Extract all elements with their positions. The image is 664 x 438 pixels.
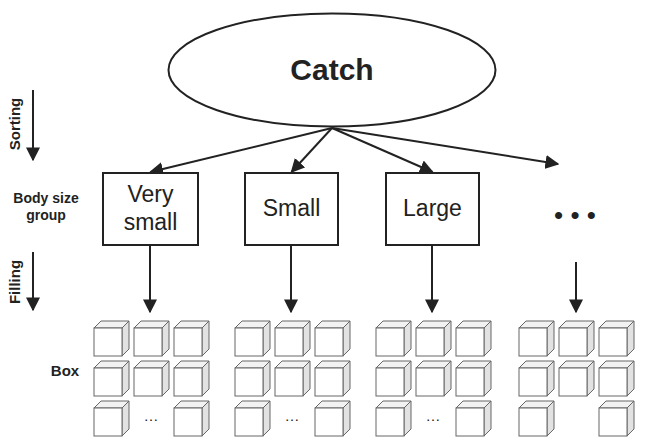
cube (627, 401, 634, 436)
cube (263, 401, 270, 436)
node-label: Small (263, 195, 321, 223)
ellipsis: … (418, 407, 448, 425)
cube (376, 408, 404, 436)
cube (519, 368, 547, 396)
more-arrow (332, 128, 558, 164)
axis-label: Sorting (6, 98, 24, 151)
axis-label: Body size group (2, 190, 90, 224)
cube (404, 401, 411, 436)
cube (235, 408, 263, 436)
cube (174, 328, 202, 356)
box-grid (94, 321, 634, 436)
fill-arrow (290, 246, 292, 312)
size-group-box: Very small (102, 172, 199, 246)
cube (122, 401, 129, 436)
cube (122, 361, 129, 396)
cube (315, 408, 343, 436)
cube (444, 321, 451, 356)
cube (456, 368, 484, 396)
cube (202, 361, 209, 396)
cube (174, 368, 202, 396)
cube (343, 321, 350, 356)
cube (162, 361, 169, 396)
cube (202, 321, 209, 356)
cube (444, 361, 451, 396)
cube (456, 328, 484, 356)
cube (303, 361, 310, 396)
cube (627, 321, 634, 356)
cube (599, 408, 627, 436)
cube (134, 328, 162, 356)
cube (235, 328, 263, 356)
cube (343, 401, 350, 436)
cube (547, 401, 554, 436)
cube (456, 408, 484, 436)
cube (484, 361, 491, 396)
fill-arrow (575, 262, 577, 312)
cube (599, 368, 627, 396)
cube (519, 408, 547, 436)
cube (547, 361, 554, 396)
cube (174, 408, 202, 436)
cube (559, 328, 587, 356)
cube (275, 368, 303, 396)
cube (94, 408, 122, 436)
ellipsis: … (277, 407, 307, 425)
cube (263, 321, 270, 356)
cube (627, 361, 634, 396)
cube (315, 368, 343, 396)
cube (404, 321, 411, 356)
axis-label: Filling (6, 260, 24, 304)
cube (343, 361, 350, 396)
cube (122, 321, 129, 356)
cube (134, 368, 162, 396)
cube (376, 328, 404, 356)
node-label: Very small (108, 181, 193, 236)
cube (376, 368, 404, 396)
cube (315, 328, 343, 356)
cube (94, 368, 122, 396)
fill-arrow (149, 246, 151, 312)
cube (484, 321, 491, 356)
sorting-arrow (32, 90, 34, 160)
cube (547, 321, 554, 356)
size-group-box: Small (244, 172, 339, 246)
fill-arrow (431, 246, 433, 312)
filling-arrow (32, 252, 34, 310)
cube (263, 361, 270, 396)
cube (202, 401, 209, 436)
node-label: Large (403, 195, 462, 223)
node-label: Catch (290, 52, 373, 88)
cube (587, 361, 594, 396)
cube (303, 321, 310, 356)
cube (162, 321, 169, 356)
cube (484, 401, 491, 436)
ellipsis: … (136, 407, 166, 425)
sorting-arrow (292, 128, 333, 172)
cube (416, 328, 444, 356)
sorting-arrow (332, 128, 433, 172)
cube (404, 361, 411, 396)
cube (587, 321, 594, 356)
cube (519, 328, 547, 356)
cube (235, 368, 263, 396)
cube (559, 368, 587, 396)
more-dots: • • • (530, 200, 620, 231)
cube (94, 328, 122, 356)
cube (275, 328, 303, 356)
cube (599, 328, 627, 356)
size-group-box: Large (385, 172, 480, 246)
catch-ellipse: Catch (167, 12, 497, 128)
cube (416, 368, 444, 396)
sorting-arrow (151, 128, 333, 172)
axis-label: Box (40, 362, 90, 380)
